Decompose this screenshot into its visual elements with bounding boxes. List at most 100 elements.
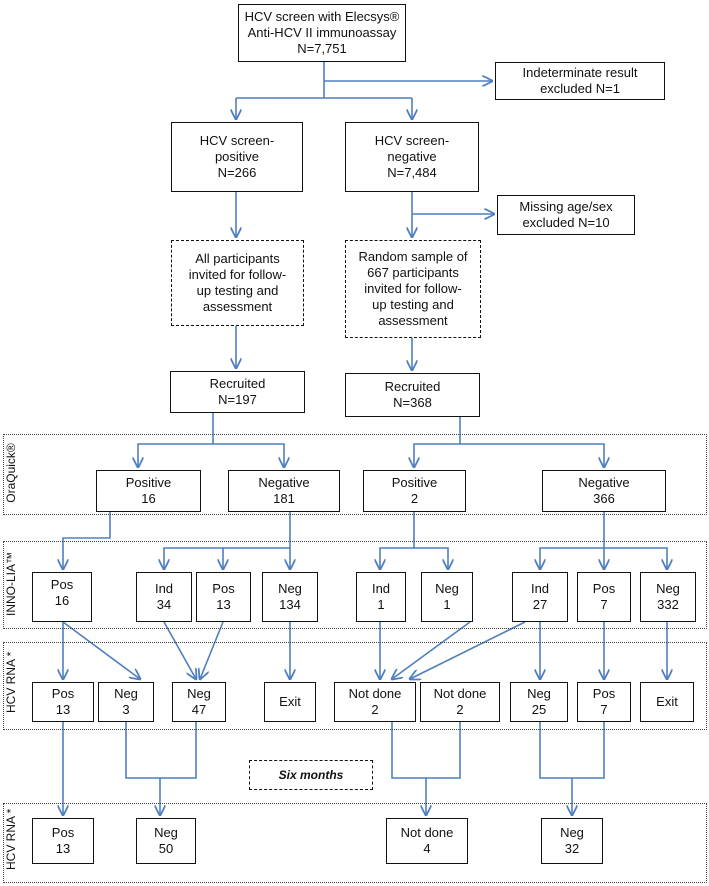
recruited-right-line-1: Recruited [384, 379, 441, 394]
rna-neg47-line-1: Neg [187, 686, 211, 701]
final-notdone4-line-2: 4 [423, 841, 431, 856]
ora-positive-right-line-1: Positive [391, 475, 438, 490]
indeterminate-box: Indeterminate result excluded N=1 [495, 62, 665, 100]
recruited-left-line-2: N=197 [218, 392, 257, 407]
missing-line-1: Missing age/sex [519, 199, 613, 214]
inno-neg134-line-1: Neg [278, 581, 302, 596]
screen-positive-line-1: HCV screen- [199, 133, 275, 148]
final-neg50-line-2: 50 [158, 841, 174, 856]
band-rna-1 [3, 642, 707, 730]
inno-pos7-line-1: Pos [592, 581, 616, 596]
screen-line-2: Anti-HCV II immunoassay [247, 25, 397, 40]
rna-neg25-box: Neg 25 [510, 682, 568, 722]
rna-pos7-line-1: Pos [592, 686, 616, 701]
screen-positive-box: HCV screen- positive N=266 [171, 122, 303, 192]
six-months-label: Six months [249, 760, 373, 790]
inno-neg1-line-1: Neg [435, 581, 459, 596]
recruited-right-box: Recruited N=368 [345, 373, 480, 417]
inno-ind34-line-2: 34 [156, 597, 172, 612]
inno-ind1-line-2: 1 [377, 597, 385, 612]
rna-neg47-box: Neg 47 [172, 682, 226, 722]
recruited-left-box: Recruited N=197 [170, 371, 305, 413]
screen-box: HCV screen with Elecsys® Anti-HCV II imm… [238, 4, 406, 62]
final-notdone4-line-1: Not done [400, 825, 454, 840]
inno-ind1-box: Ind 1 [356, 572, 406, 622]
random-sample-box: Random sample of 667 participants invite… [345, 240, 481, 338]
arrow-ora-pos-right [414, 417, 461, 467]
ora-positive-right-line-2: 2 [410, 491, 419, 506]
random-sample-line-4: up testing and [372, 297, 454, 312]
final-pos13-line-1: Pos [51, 825, 75, 840]
arrow-ora-pos-left [138, 413, 214, 467]
rna-exit-right-box: Exit [640, 682, 694, 722]
ora-negative-right-box: Negative 366 [542, 470, 666, 512]
screen-negative-box: HCV screen- negative N=7,484 [345, 122, 479, 192]
rna-pos7-box: Pos 7 [577, 682, 631, 722]
ora-positive-left-line-2: 16 [141, 491, 156, 506]
inno-ind27-line-1: Ind [530, 581, 550, 596]
arrow-inno-ind27 [540, 512, 605, 569]
inno-ind34-line-1: Ind [154, 581, 174, 596]
inno-pos16-box: Pos 16 [32, 572, 92, 622]
screen-line-1: HCV screen with Elecsys® [244, 9, 400, 24]
ora-positive-left-line-1: Positive [125, 475, 172, 490]
inno-pos16-line-2: 16 [54, 593, 70, 608]
random-sample-line-2: 667 participants [367, 265, 459, 280]
rna-exit-right-line-1: Exit [656, 694, 678, 709]
ora-negative-right-line-1: Negative [578, 475, 630, 490]
inno-neg134-box: Neg 134 [262, 572, 318, 622]
inno-pos13-line-2: 13 [216, 597, 231, 612]
line-merge-notdone [391, 722, 461, 779]
screen-line-3: N=7,751 [297, 41, 347, 56]
missing-line-2: excluded N=10 [522, 215, 610, 230]
rna-notdone-a-line-1: Not done [348, 686, 402, 701]
all-invited-line-1: All participants [195, 251, 280, 266]
ora-negative-left-line-2: 181 [273, 491, 295, 506]
arrow-inno-neg332 [604, 547, 667, 569]
inno-pos7-box: Pos 7 [577, 572, 631, 622]
final-notdone4-box: Not done 4 [386, 818, 468, 864]
final-neg50-box: Neg 50 [136, 818, 196, 864]
band-label-oraquick: OraQuick® [4, 443, 18, 503]
all-invited-line-3: up testing and [196, 283, 279, 298]
final-pos13-box: Pos 13 [32, 818, 94, 864]
arrow-rna-neg47-b [200, 621, 224, 679]
ora-negative-right-line-2: 366 [593, 491, 615, 506]
all-invited-line-4: assessment [202, 299, 273, 314]
final-pos13-line-2: 13 [55, 841, 71, 856]
rna-exit-left-line-1: Exit [279, 694, 301, 709]
all-invited-box: All participants invited for follow- up … [171, 240, 304, 326]
ora-positive-right-box: Positive 2 [363, 470, 466, 512]
recruited-right-line-2: N=368 [393, 395, 432, 410]
arrow-rna-notdone-b [410, 621, 526, 679]
inno-pos7-line-2: 7 [600, 597, 608, 612]
band-oraquick [3, 434, 707, 515]
final-neg32-box: Neg 32 [541, 818, 603, 864]
final-neg32-line-1: Neg [560, 825, 584, 840]
rna-notdone-a-line-2: 2 [371, 702, 379, 717]
random-sample-line-5: assessment [378, 313, 448, 328]
inno-neg332-box: Neg 332 [640, 572, 696, 622]
ora-negative-left-line-1: Negative [258, 475, 310, 490]
rna-neg25-line-2: 25 [531, 702, 547, 717]
inno-ind27-line-2: 27 [532, 597, 548, 612]
inno-neg134-line-2: 134 [279, 597, 301, 612]
final-neg32-line-2: 32 [564, 841, 580, 856]
rna-pos7-line-2: 7 [600, 702, 608, 717]
rna-neg3-line-2: 3 [122, 702, 130, 717]
band-label-rna-2: HCV RNA * [4, 808, 18, 870]
band-label-inno-lia: INNO-LIA™ [4, 551, 18, 616]
screen-positive-line-2: positive [214, 149, 260, 164]
line-merge-neg [125, 722, 197, 779]
indeterminate-line-1: Indeterminate result [522, 65, 638, 80]
inno-neg332-line-1: Neg [656, 581, 680, 596]
band-label-rna-1: HCV RNA * [4, 651, 18, 713]
arrow-inno-pos16 [63, 512, 111, 569]
rna-notdone-b-line-2: 2 [456, 702, 464, 717]
rna-neg3-box: Neg 3 [98, 682, 154, 722]
ora-negative-left-box: Negative 181 [228, 470, 340, 512]
line-merge-final-neg [539, 722, 605, 779]
inno-pos13-line-1: Pos [212, 581, 235, 596]
inno-pos13-box: Pos 13 [196, 572, 251, 622]
